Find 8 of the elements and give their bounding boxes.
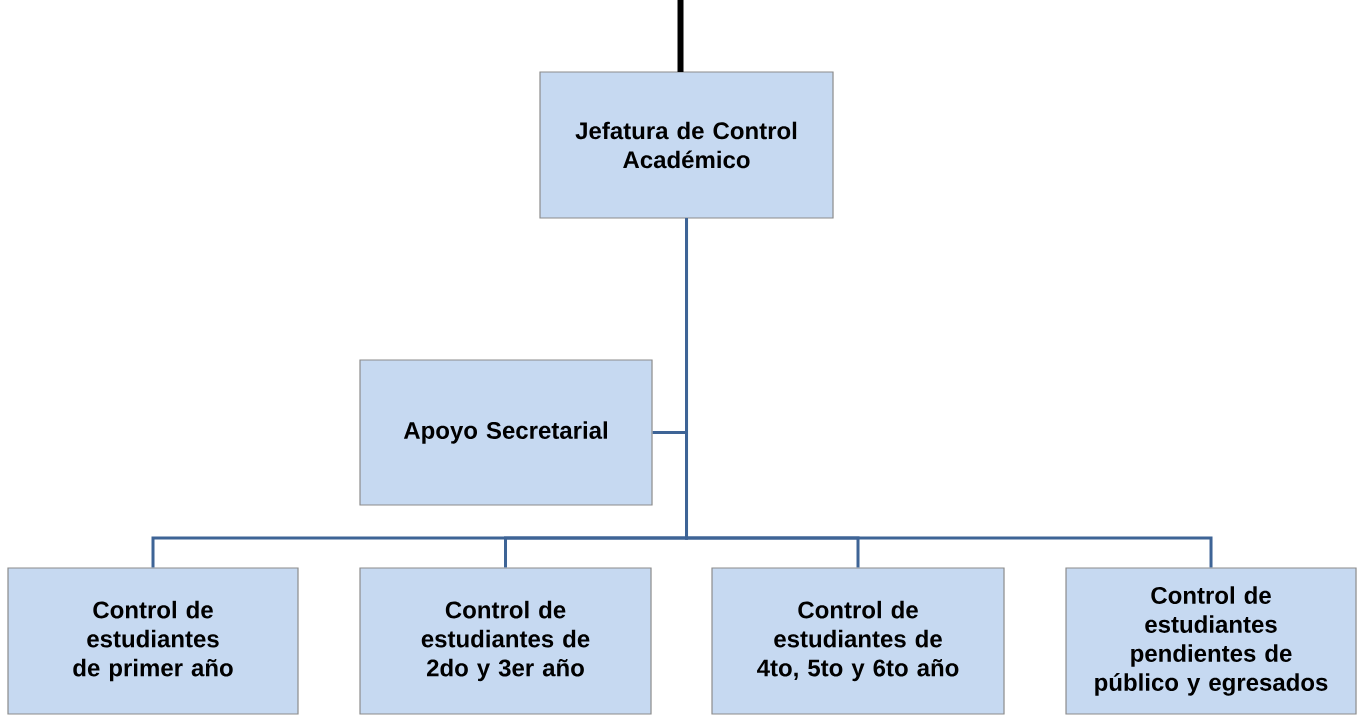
org-box: Control de estudiantes de 2do y 3er año [359, 567, 652, 715]
org-box: Control de estudiantes de primer año [7, 567, 299, 715]
org-box: Jefatura de Control Académico [539, 71, 834, 219]
org-box: Control de estudiantes pendientes de público y egresados [1065, 567, 1357, 715]
connector-line [685, 218, 1213, 568]
org-box: Apoyo Secretarial [359, 359, 653, 506]
connector-line [677, 0, 684, 72]
org-box: Control de estudiantes de 4to, 5to y 6to año [711, 567, 1005, 715]
